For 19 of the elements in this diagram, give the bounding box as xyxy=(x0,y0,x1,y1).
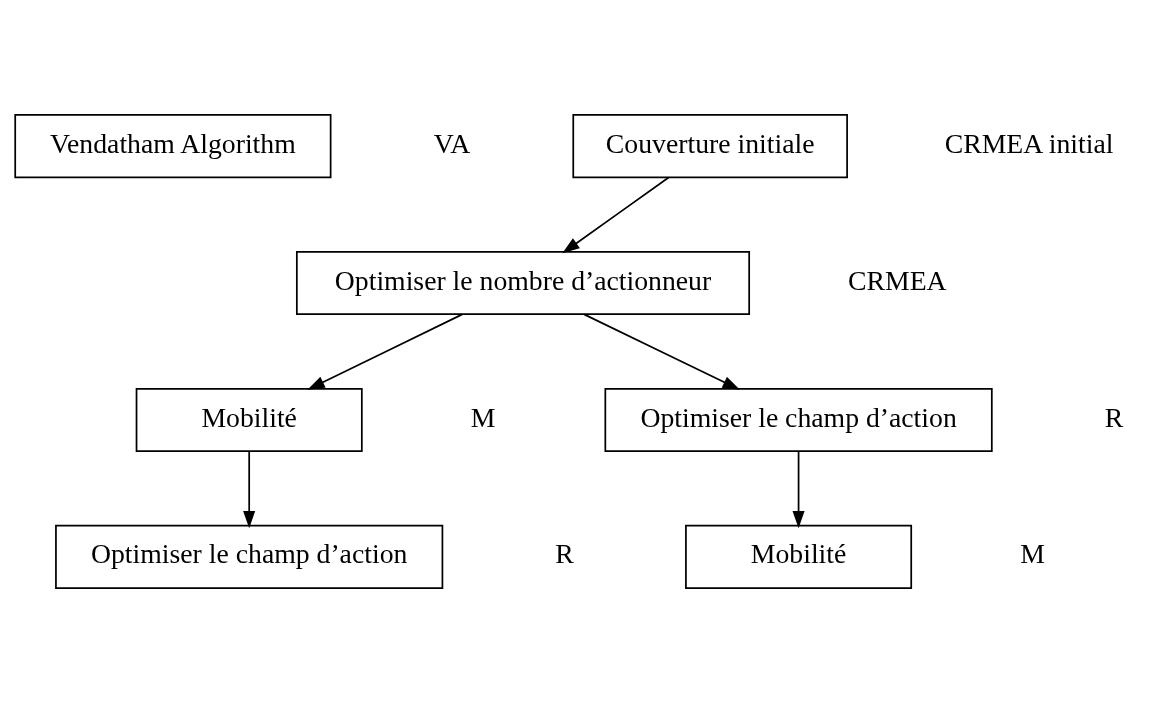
node-label: CRMEA initial xyxy=(944,127,1114,159)
arrow xyxy=(583,313,740,390)
node-label: M xyxy=(470,401,496,433)
node-box: Mobilité xyxy=(685,524,913,589)
arrow xyxy=(562,176,670,254)
label: CRMEA xyxy=(848,264,947,296)
node-box: Couverture initiale xyxy=(572,114,848,179)
node-box: Vendatham Algorithm xyxy=(14,114,332,179)
node-label: M xyxy=(1020,538,1045,570)
node-label: R xyxy=(1104,401,1124,433)
node-box: Mobilité xyxy=(135,387,363,452)
arrow xyxy=(307,313,464,390)
node-box: Optimiser le champ d’action xyxy=(55,524,444,589)
node-label: R xyxy=(555,538,574,570)
arrow xyxy=(792,450,805,529)
node-box: Optimiser le champ d’action xyxy=(604,387,993,452)
node-label: VA xyxy=(433,127,471,159)
arrow xyxy=(243,450,256,529)
node-box: Optimiser le nombre d’actionneur xyxy=(295,251,751,316)
